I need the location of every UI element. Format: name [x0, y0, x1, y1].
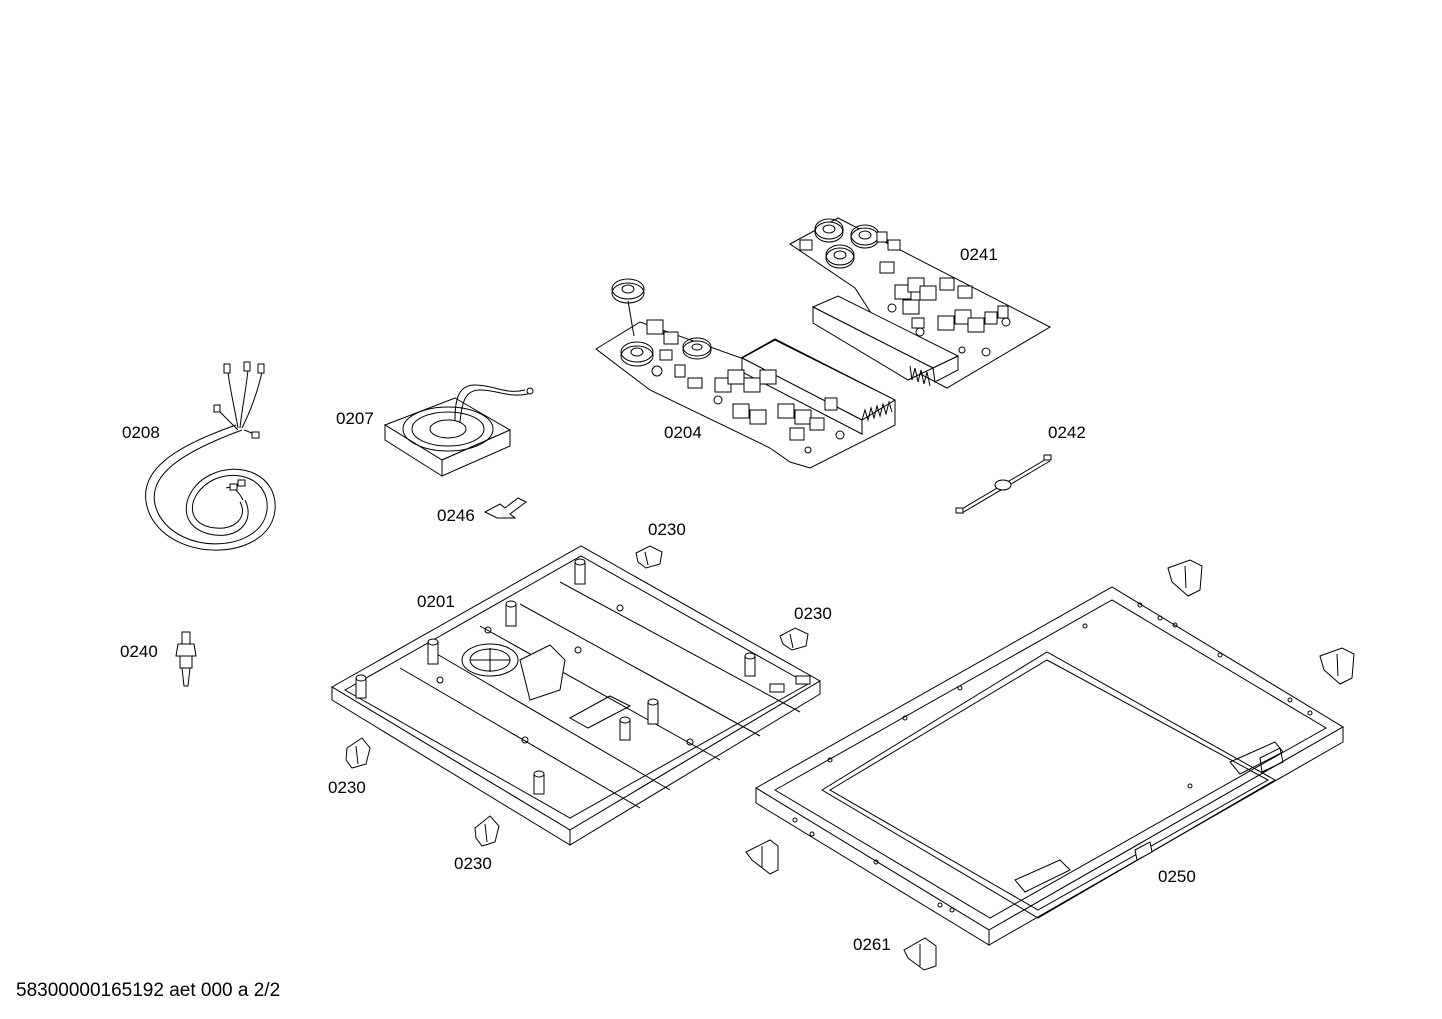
label-0242: 0242 [1048, 423, 1086, 442]
tray-posts [356, 559, 755, 794]
clip-0230-d [475, 816, 499, 846]
label-0230-right: 0230 [794, 604, 832, 623]
label-0208: 0208 [122, 423, 160, 442]
sensor-wire-0242 [956, 455, 1051, 513]
heatsink [813, 296, 958, 386]
label-0230-bottom: 0230 [454, 854, 492, 873]
relay-cluster [888, 278, 1010, 356]
bottom-tray-0201 [332, 546, 820, 845]
label-0246: 0246 [437, 506, 475, 525]
mains-cable-0208 [146, 362, 276, 550]
clip-0261-a [746, 840, 778, 874]
label-0230-top: 0230 [648, 520, 686, 539]
cooling-fan-0207 [385, 385, 533, 476]
power-board-0241 [790, 218, 1050, 388]
label-0261: 0261 [853, 935, 891, 954]
clip-0261-b [904, 938, 936, 970]
clip-0230-c [346, 738, 370, 768]
clip-0261-c [1168, 560, 1202, 596]
label-0207: 0207 [336, 409, 374, 428]
frame-0250 [756, 587, 1343, 945]
cable-clamp-0246 [485, 498, 526, 518]
drawing-reference-footer: 58300000165192 aet 000 a 2/2 [16, 980, 281, 1001]
clip-0261-d [1320, 648, 1354, 684]
label-0204: 0204 [664, 423, 702, 442]
power-board-0204 [596, 279, 895, 468]
label-0201: 0201 [417, 592, 455, 611]
clip-0230-b [780, 628, 808, 650]
label-0241: 0241 [960, 245, 998, 264]
label-0250: 0250 [1158, 867, 1196, 886]
label-0240: 0240 [120, 642, 158, 661]
label-0230-left: 0230 [328, 778, 366, 797]
clip-0230-a [636, 546, 662, 568]
foot-0240 [176, 632, 196, 686]
